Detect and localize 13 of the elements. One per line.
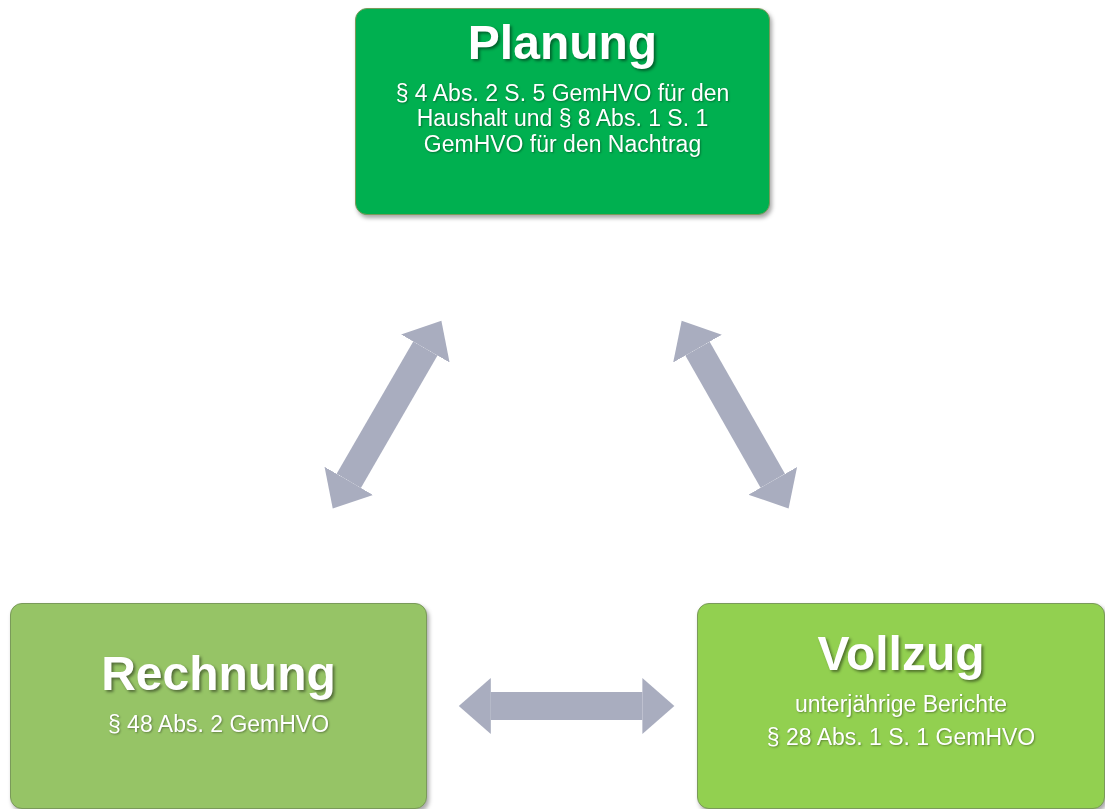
process-box bbox=[355, 8, 770, 215]
box-title: Rechnung bbox=[101, 646, 336, 702]
double-arrow bbox=[324, 320, 450, 509]
process-box bbox=[10, 603, 427, 809]
box-text: unterjährige Berichte bbox=[793, 692, 1009, 718]
double-arrow bbox=[458, 678, 675, 734]
box-title: Vollzug bbox=[817, 626, 985, 682]
box-title: Planung bbox=[467, 15, 658, 71]
box-text: § 28 Abs. 1 S. 1 GemHVO bbox=[765, 725, 1037, 751]
process-box bbox=[697, 603, 1105, 809]
box-text: § 4 Abs. 2 S. 5 GemHVO für den Haushalt und § 8 Abs. 1 S. 1 GemHVO für den Nachtrag bbox=[394, 81, 731, 157]
box-text: § 48 Abs. 2 GemHVO bbox=[106, 712, 331, 738]
double-arrow bbox=[673, 320, 798, 509]
